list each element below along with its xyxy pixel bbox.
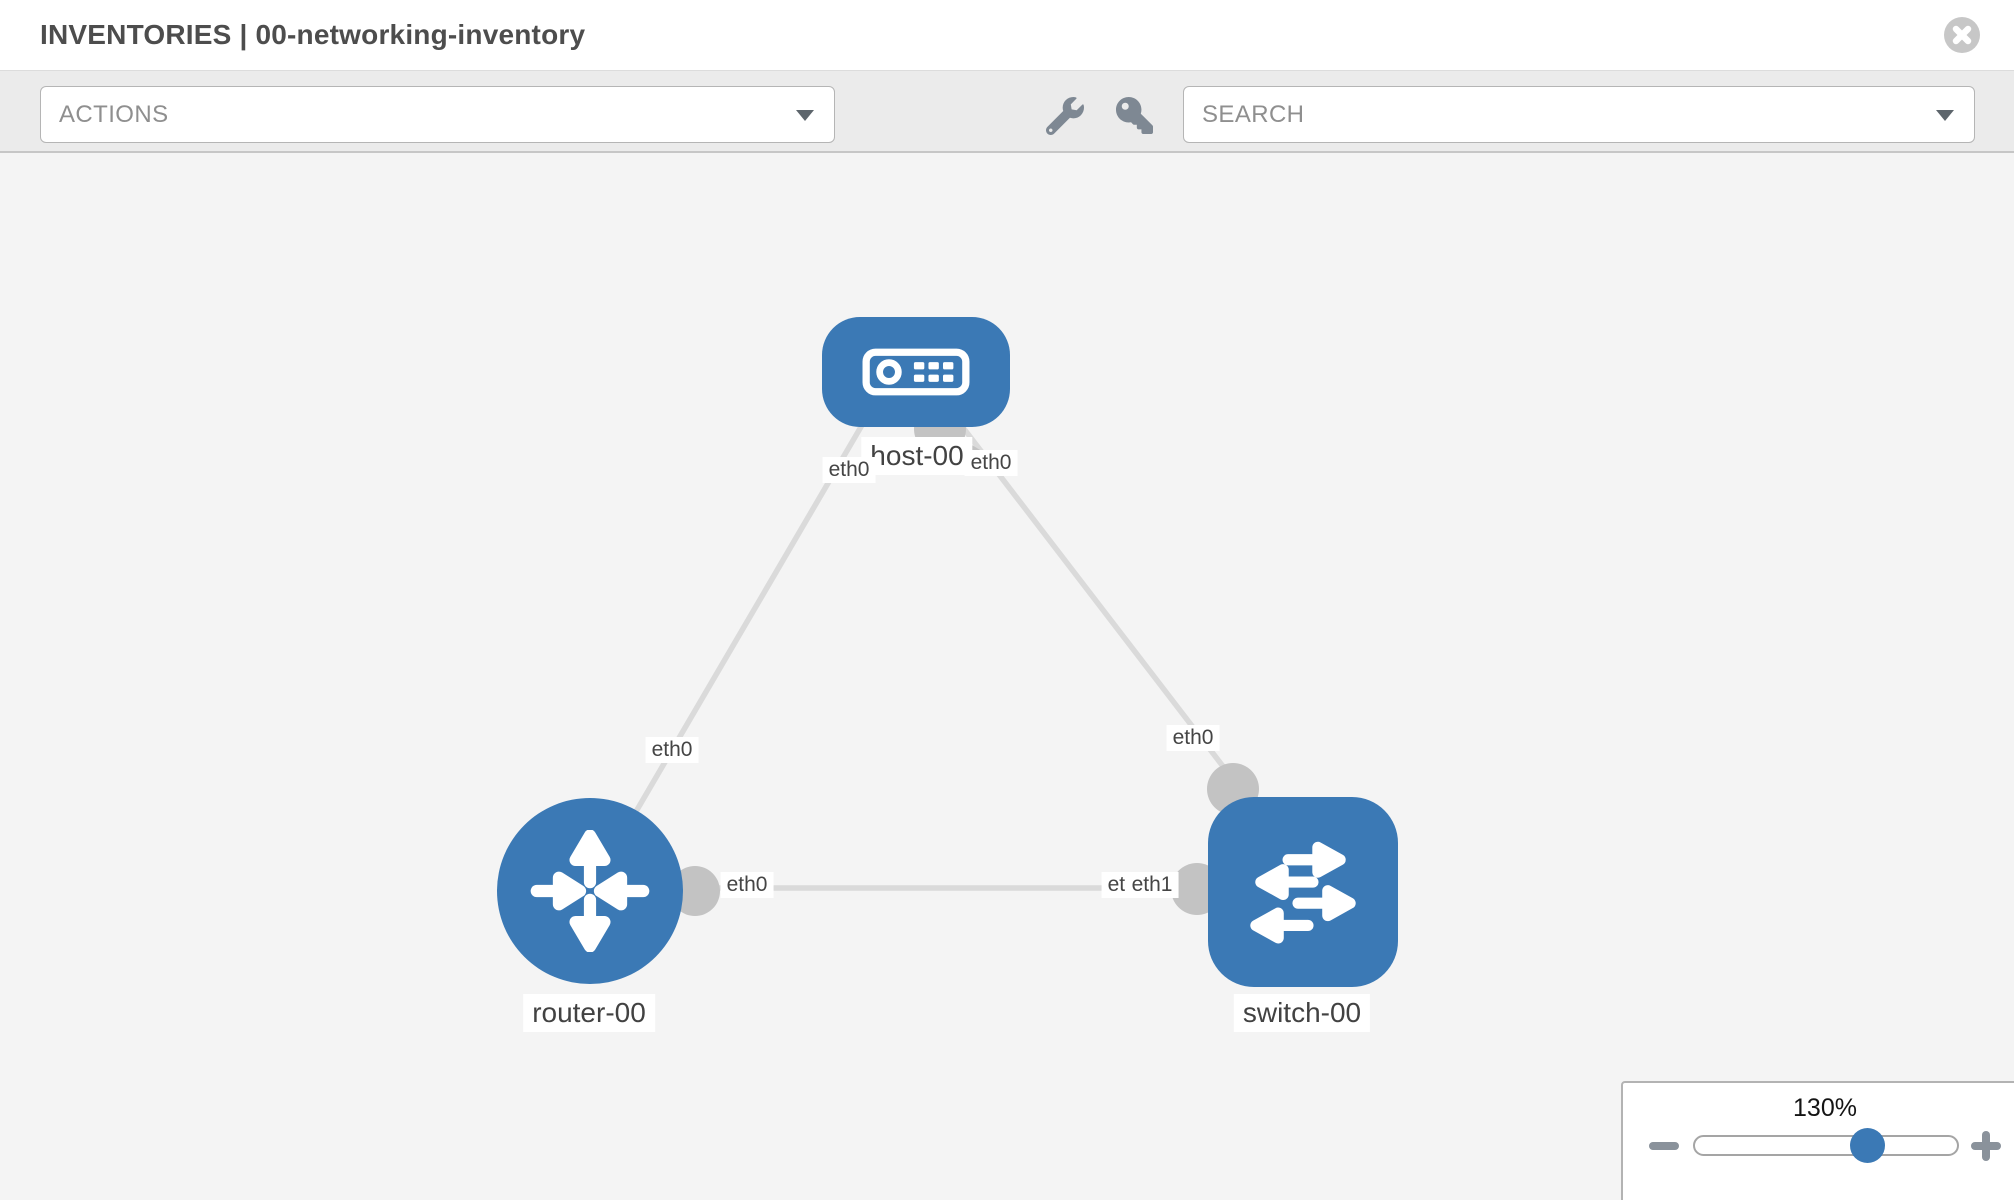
zoom-out-button[interactable] xyxy=(1647,1129,1681,1163)
zoom-panel: 130% xyxy=(1621,1081,2014,1200)
plus-icon xyxy=(1982,1131,1990,1161)
zoom-slider[interactable] xyxy=(1693,1128,1959,1163)
wrench-icon xyxy=(1045,97,1084,136)
node-label-router: router-00 xyxy=(523,994,655,1032)
interface-label-host-right: eth0 xyxy=(964,450,1018,476)
interface-label-switch-top: eth0 xyxy=(1166,725,1220,751)
interface-label-switch-left-eth1: eth1 xyxy=(1125,872,1179,898)
switch-icon xyxy=(1250,841,1356,944)
chevron-down-icon xyxy=(796,109,814,121)
interface-label-router-right: eth0 xyxy=(720,872,774,898)
node-label-switch: switch-00 xyxy=(1233,994,1371,1032)
router-icon xyxy=(530,830,650,952)
header: INVENTORIES | 00-networking-inventory xyxy=(0,0,2014,70)
key-icon xyxy=(1116,97,1153,134)
zoom-level: 130% xyxy=(1793,1094,1857,1122)
toolbar: ACTIONS SEARCH xyxy=(0,70,2014,153)
search-dropdown[interactable]: SEARCH xyxy=(1183,86,1975,143)
close-button[interactable] xyxy=(1944,17,1980,53)
minus-icon xyxy=(1649,1142,1679,1150)
interface-label-host-left: eth0 xyxy=(822,457,876,483)
node-switch-00[interactable] xyxy=(1208,797,1398,987)
host-icon xyxy=(862,348,970,396)
page-title: INVENTORIES | 00-networking-inventory xyxy=(40,19,586,50)
link-host-router[interactable] xyxy=(593,406,875,882)
interface-label-router-top: eth0 xyxy=(645,737,699,763)
actions-dropdown-label: ACTIONS xyxy=(59,100,169,128)
node-router-00[interactable] xyxy=(497,798,683,984)
zoom-in-button[interactable] xyxy=(1969,1129,2003,1163)
node-label-host: host-00 xyxy=(861,437,973,475)
search-label: SEARCH xyxy=(1202,100,1305,128)
interface-connector-router[interactable] xyxy=(670,866,720,916)
node-host-00[interactable] xyxy=(822,317,1010,427)
topology-canvas[interactable] xyxy=(0,153,2014,1200)
actions-dropdown[interactable]: ACTIONS xyxy=(40,86,835,143)
credentials-button[interactable] xyxy=(1116,97,1153,139)
close-icon xyxy=(1952,25,1972,45)
configure-button[interactable] xyxy=(1045,97,1084,140)
zoom-slider-handle[interactable] xyxy=(1850,1128,1885,1163)
chevron-down-icon xyxy=(1936,109,1954,121)
